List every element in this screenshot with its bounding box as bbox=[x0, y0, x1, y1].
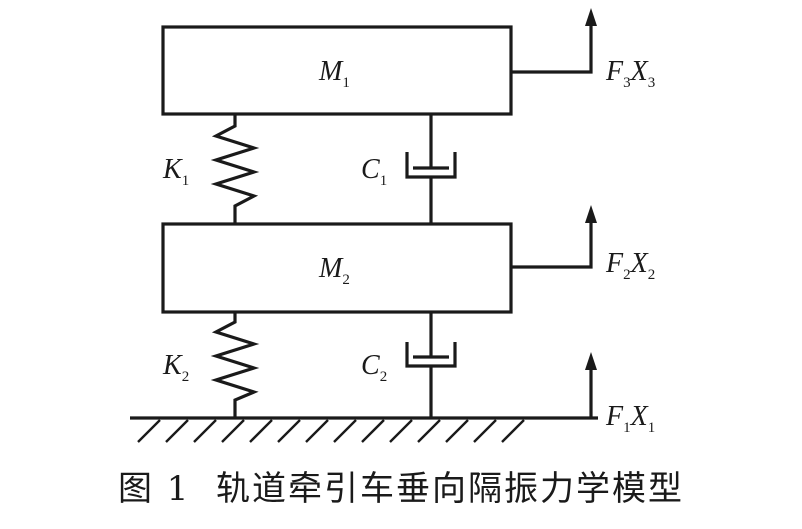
force-arrow-ground bbox=[585, 352, 597, 418]
damper-c2-label: C2 bbox=[361, 350, 387, 385]
force-label-mid: F2X2 bbox=[605, 248, 655, 283]
force-arrow-mid bbox=[511, 205, 597, 269]
mass-m1-label: M1 bbox=[318, 56, 350, 91]
ground bbox=[130, 416, 598, 443]
figure-caption: 图 1 轨道牵引车垂向隔振力学模型 bbox=[117, 469, 685, 509]
damper-c1 bbox=[405, 114, 457, 224]
mass-m2-label: M2 bbox=[318, 253, 350, 288]
spring-k1 bbox=[210, 114, 260, 224]
force-label-ground: F1X1 bbox=[605, 401, 655, 436]
force-label-top: F3X3 bbox=[605, 56, 655, 91]
spring-k2 bbox=[210, 312, 260, 418]
damper-c2 bbox=[405, 312, 457, 418]
spring-k1-label: K1 bbox=[162, 154, 189, 189]
force-arrow-top bbox=[511, 8, 597, 74]
damper-c1-label: C1 bbox=[361, 154, 387, 189]
spring-k2-label: K2 bbox=[162, 350, 189, 385]
